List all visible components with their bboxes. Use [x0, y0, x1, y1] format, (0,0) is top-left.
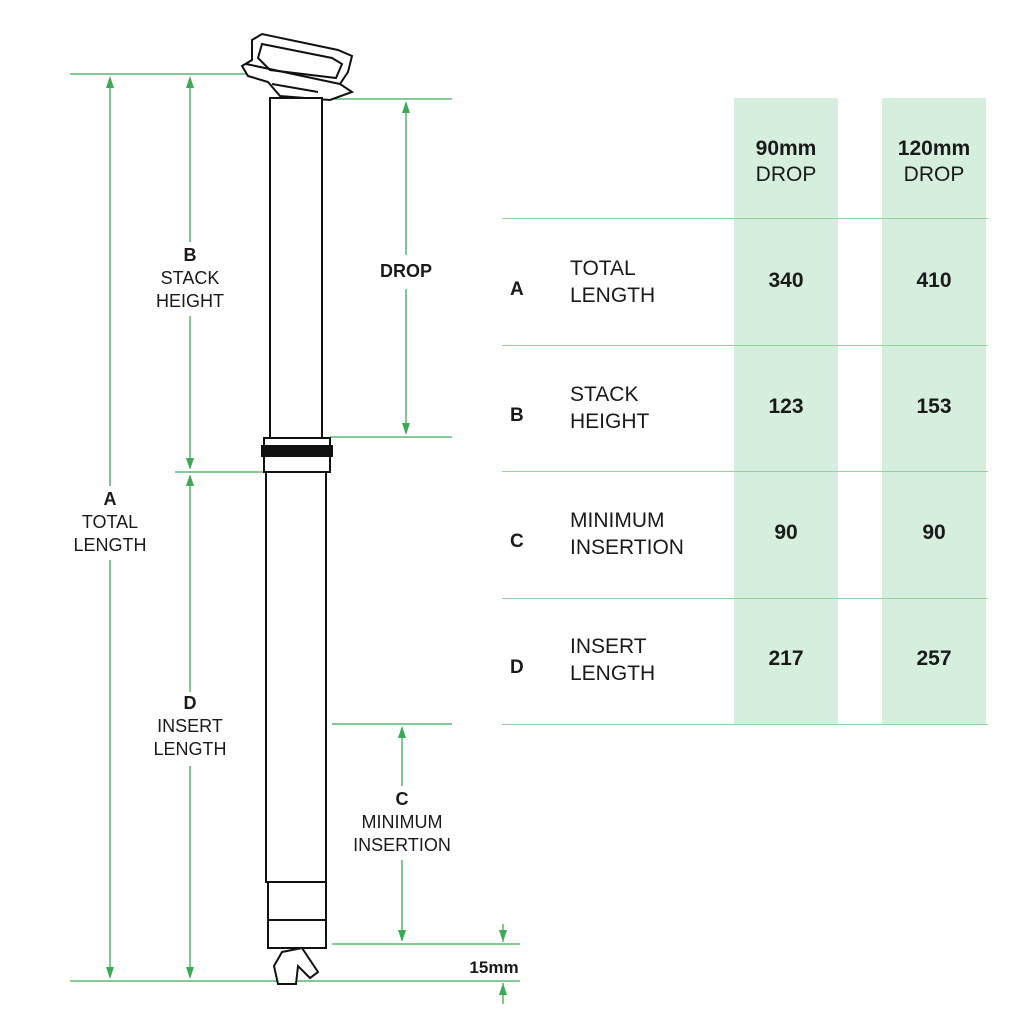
label-total-length-line2: LENGTH: [73, 535, 147, 555]
row-label-line1: INSERT: [570, 635, 647, 658]
lower-tube: [265, 471, 327, 883]
row-label-line2: LENGTH: [570, 662, 656, 685]
table-rule: [502, 218, 988, 219]
label-insert-length-line1: INSERT: [157, 716, 223, 736]
column-highlight-120mm: [882, 98, 986, 724]
label-15mm-text: 15mm: [469, 958, 519, 977]
row-letter: C: [510, 531, 524, 552]
row-letter: D: [510, 657, 524, 678]
value-90mm: 90: [774, 521, 798, 544]
label-stack-height: B STACK HEIGHT: [140, 244, 240, 313]
row-label-line1: TOTAL: [570, 257, 636, 280]
row-label: INSERT LENGTH: [570, 633, 655, 687]
row-label-line2: LENGTH: [570, 284, 656, 307]
row-label: MINIMUM INSERTION: [570, 507, 684, 561]
label-minimum-insertion: C MINIMUM INSERTION: [340, 788, 464, 857]
value-120mm: 153: [916, 395, 952, 418]
dimension-arrowheads: [106, 76, 507, 995]
table-rule: [502, 471, 988, 472]
column-header-120mm: 120mm DROP: [882, 136, 986, 188]
table-rule: [502, 345, 988, 346]
row-letter: A: [510, 279, 524, 300]
row-label-line2: HEIGHT: [570, 410, 650, 433]
saddle-clamp: [240, 32, 355, 102]
label-drop-text: DROP: [379, 261, 432, 281]
dropper-post: [240, 32, 355, 985]
dimension-lines: [70, 73, 520, 1004]
value-90mm: 340: [768, 269, 804, 292]
column-header-120mm-sub: DROP: [903, 163, 965, 186]
label-insert-length: D INSERT LENGTH: [140, 692, 240, 761]
column-header-90mm-size: 90mm: [755, 137, 817, 160]
column-header-120mm-size: 120mm: [897, 137, 971, 160]
row-label-line1: MINIMUM: [570, 509, 665, 532]
table-rule: [502, 598, 988, 599]
column-header-90mm: 90mm DROP: [734, 136, 838, 188]
label-15mm-offset: 15mm: [456, 956, 532, 979]
row-label: STACK HEIGHT: [570, 381, 649, 435]
label-minimum-insertion-line1: MINIMUM: [361, 812, 443, 832]
label-insert-length-line2: LENGTH: [153, 739, 227, 759]
value-90mm: 217: [768, 647, 804, 670]
value-120mm: 410: [916, 269, 952, 292]
actuator: [272, 946, 320, 985]
label-minimum-insertion-line2: INSERTION: [353, 835, 451, 855]
value-90mm: 123: [768, 395, 804, 418]
label-total-length: A TOTAL LENGTH: [60, 488, 160, 557]
row-label-line2: INSERTION: [570, 536, 684, 559]
column-header-90mm-sub: DROP: [755, 163, 817, 186]
label-stack-height-letter: B: [183, 245, 197, 265]
row-label: TOTAL LENGTH: [570, 255, 655, 309]
label-total-length-letter: A: [103, 489, 117, 509]
label-drop: DROP: [366, 260, 446, 283]
label-total-length-line1: TOTAL: [81, 512, 139, 532]
table-rule: [502, 724, 988, 725]
label-insert-length-letter: D: [183, 693, 197, 713]
label-stack-height-line2: HEIGHT: [155, 291, 224, 311]
value-120mm: 257: [916, 647, 952, 670]
row-letter: B: [510, 405, 524, 426]
label-minimum-insertion-letter: C: [395, 789, 409, 809]
column-highlight-90mm: [734, 98, 838, 724]
value-120mm: 90: [922, 521, 946, 544]
label-stack-height-line1: STACK: [160, 268, 220, 288]
row-label-line1: STACK: [570, 383, 639, 406]
